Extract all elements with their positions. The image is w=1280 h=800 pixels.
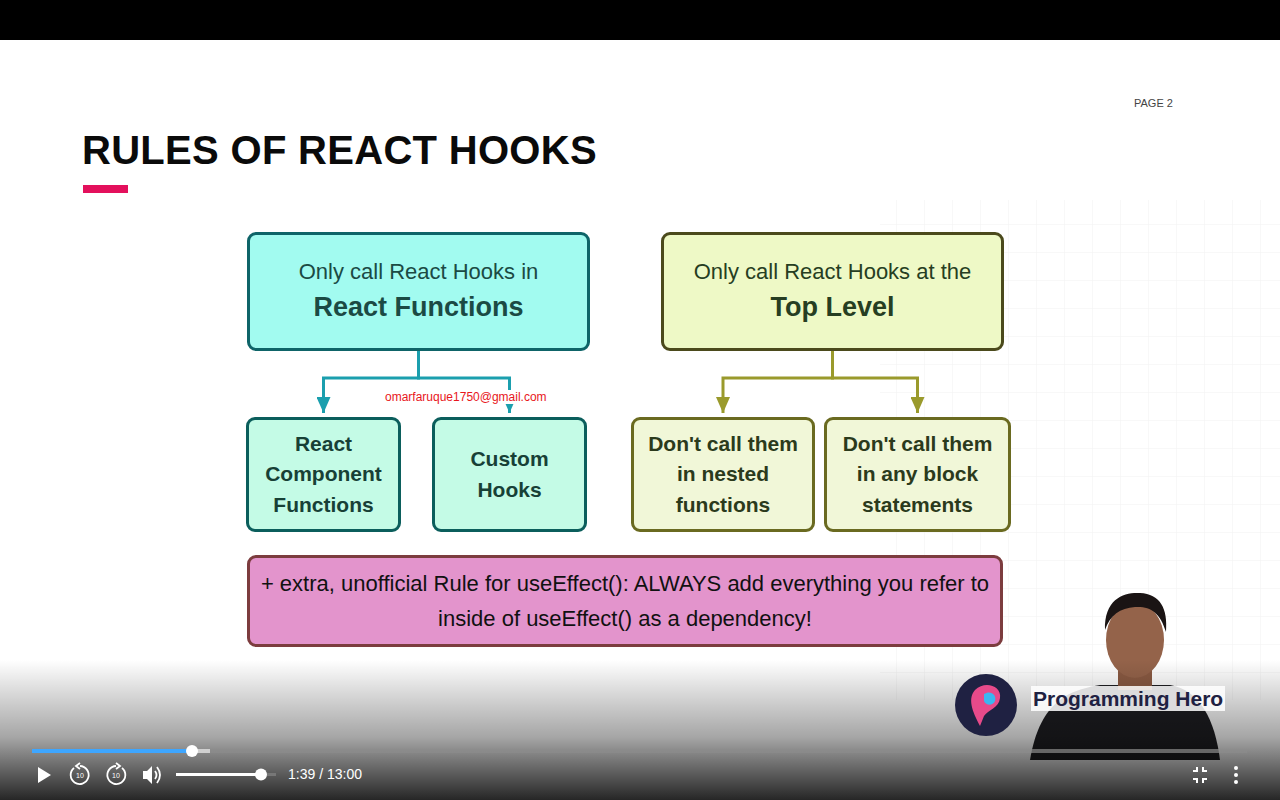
watermark: omarfaruque1750@gmail.com — [383, 390, 549, 404]
slide-title: RULES OF REACT HOOKS — [82, 128, 597, 173]
box-text: Don't call them in any block statements — [837, 429, 998, 519]
sub-rule-box: Don't call them in nested functions — [631, 417, 815, 532]
rule-box: Only call React Hooks at theTop Level — [661, 232, 1004, 351]
box-text: Don't call them in nested functions — [644, 429, 802, 519]
more-icon — [1234, 766, 1238, 784]
play-icon — [38, 767, 51, 783]
box-text: + extra, unofficial Rule for useEffect()… — [260, 566, 990, 636]
box-text: Only call React Hooks in — [299, 258, 539, 286]
rewind-icon — [71, 763, 89, 784]
page-number: PAGE 2 — [1134, 97, 1173, 110]
box-heading: Top Level — [770, 291, 894, 325]
box-text: Only call React Hooks at the — [694, 258, 972, 286]
connector-arrow — [833, 351, 918, 413]
title-underline — [83, 185, 128, 193]
box-heading: React Functions — [313, 291, 523, 325]
rule-box: Only call React Hooks in React Functions — [247, 232, 590, 351]
channel-name: Programming Hero — [1031, 686, 1225, 711]
sub-rule-box: Don't call them in any block statements — [824, 417, 1011, 532]
box-text: Custom Hooks — [445, 444, 574, 504]
progress-bar — [32, 745, 1247, 757]
sub-rule-box: React Component Functions — [246, 417, 401, 532]
top-bar — [0, 0, 1280, 40]
box-text: React Component Functions — [259, 429, 388, 519]
icon-number: 10 — [111, 772, 121, 780]
controls-shade — [0, 660, 1280, 800]
exit-fullscreen-icon — [1193, 767, 1207, 783]
time-display: 1:39 / 13:00 — [288, 766, 362, 783]
channel-logo — [955, 674, 1017, 736]
volume-icon — [143, 766, 160, 784]
note-box: + extra, unofficial Rule for useEffect()… — [247, 555, 1003, 647]
icon-number: 10 — [75, 772, 85, 780]
connector-arrow — [723, 351, 833, 413]
sub-rule-box: Custom Hooks — [432, 417, 587, 532]
forward-icon — [107, 763, 125, 784]
volume-slider — [176, 769, 276, 781]
